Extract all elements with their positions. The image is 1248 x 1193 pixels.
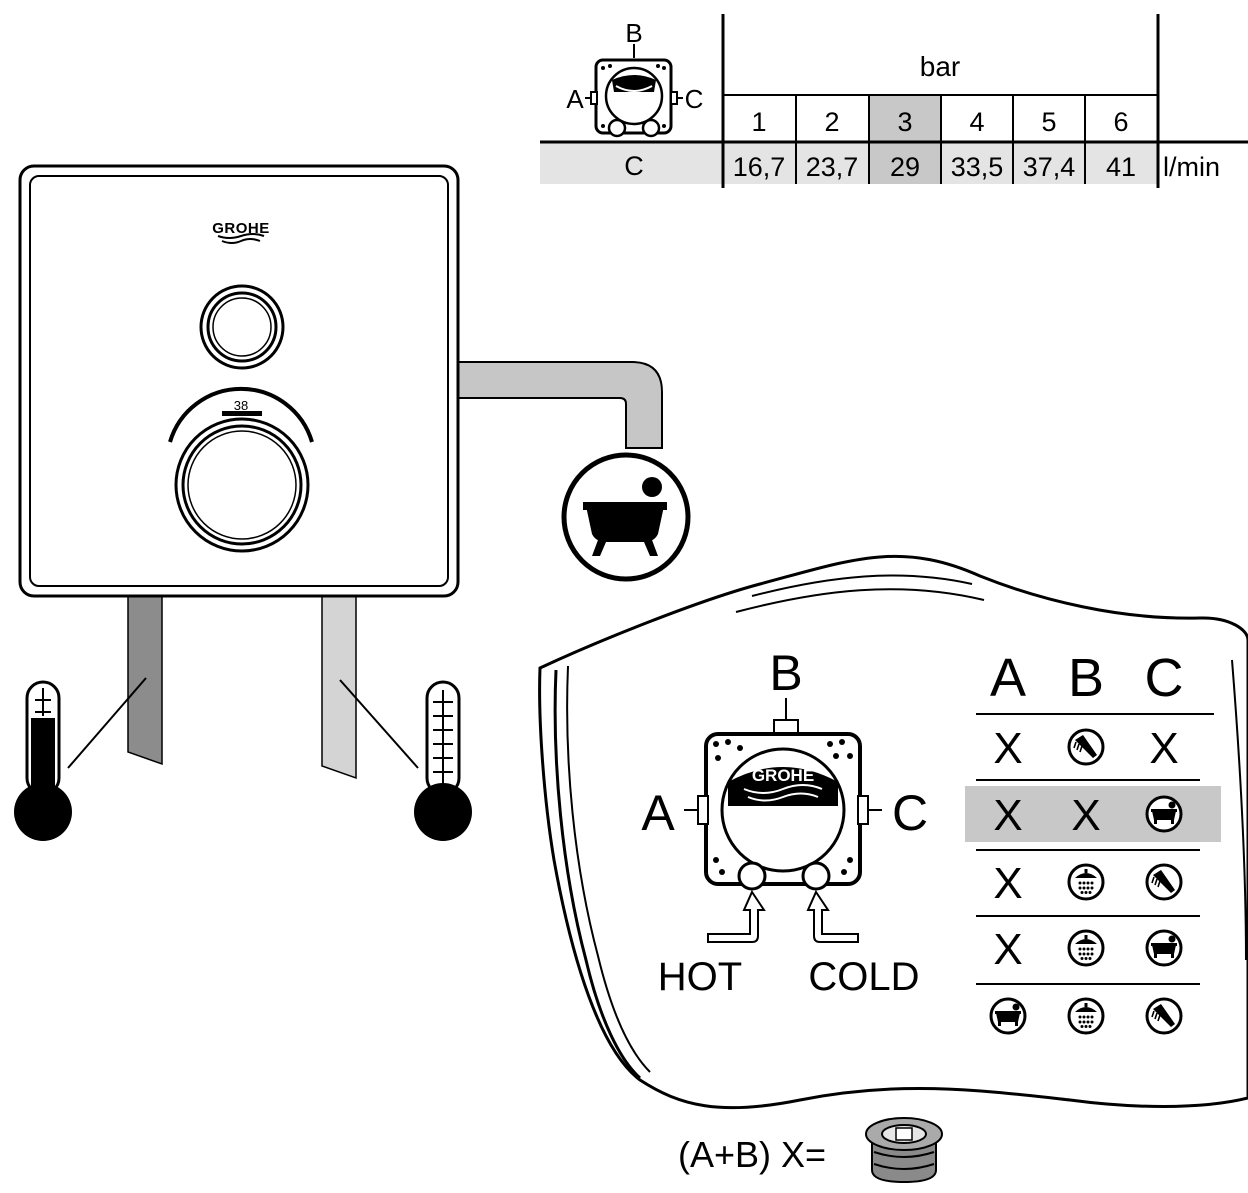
flow-rate-table: B A C bar 1 2 3 4 5 6 C 16,7 23,7	[540, 14, 1248, 188]
bathtub-icon	[561, 452, 691, 582]
matrix-cell-closed: X	[1071, 791, 1100, 840]
flow-unit-label: l/min	[1163, 152, 1220, 182]
pressure-value: 1	[751, 107, 766, 137]
bathtub-icon	[989, 997, 1027, 1035]
head-shower-icon	[1067, 929, 1105, 967]
blanking-plug-icon	[865, 1117, 943, 1184]
head-shower-icon	[1067, 863, 1105, 901]
bathtub-icon	[1145, 929, 1183, 967]
matrix-cell-closed: X	[993, 925, 1022, 974]
pressure-value: 3	[897, 107, 912, 137]
matrix-header-b: B	[1068, 648, 1104, 708]
inlet-arrows	[707, 889, 859, 943]
flow-row-background	[540, 142, 1158, 184]
hot-thermometer-icon	[14, 677, 147, 841]
plug-note-text: (A+B) X=	[678, 1134, 826, 1175]
matrix-cell-closed: X	[1149, 724, 1178, 773]
flow-rate-value: 41	[1106, 152, 1136, 182]
flow-rate-value: 37,4	[1023, 152, 1076, 182]
temperature-dial: 38	[168, 386, 314, 553]
matrix-header-a: A	[990, 648, 1026, 708]
flow-rate-value: 29	[890, 152, 920, 182]
matrix-cell-closed: X	[993, 724, 1022, 773]
pressure-value: 6	[1113, 107, 1128, 137]
valve-brand-text: GROHE	[752, 766, 814, 785]
valve-port-label-c: C	[892, 785, 928, 841]
legend-label-b: B	[625, 18, 642, 48]
thermostat-trim-panel: GROHE 38	[18, 164, 460, 598]
flow-rate-row: 16,7 23,7 29 33,5 37,4 41	[733, 152, 1136, 182]
pressure-value: 4	[969, 107, 984, 137]
pressure-unit-label: bar	[920, 51, 960, 82]
pressure-value: 5	[1041, 107, 1056, 137]
valve-port-label-a: A	[641, 785, 675, 841]
blanking-plug-note: (A+B) X=	[678, 1117, 943, 1184]
hand-shower-icon	[1145, 997, 1183, 1035]
head-shower-icon	[1067, 997, 1105, 1035]
matrix-cell-closed: X	[993, 791, 1022, 840]
valve-port-label-b: B	[769, 645, 802, 701]
flow-rate-value: 23,7	[806, 152, 859, 182]
pressure-value: 2	[824, 107, 839, 137]
brand-logo-text: GROHE	[212, 220, 270, 237]
cold-inlet-label: COLD	[808, 955, 919, 999]
cold-thermometer-icon	[339, 679, 472, 841]
highlighted-pressure-column	[869, 95, 941, 184]
legend-label-c: C	[685, 84, 704, 114]
flow-rate-value: 33,5	[951, 152, 1004, 182]
outlet-row-label: C	[624, 151, 644, 181]
brand-logo: GROHE	[212, 220, 270, 244]
valve-legend-diagram: B A C	[566, 18, 704, 138]
flow-control-knob	[199, 284, 285, 370]
hot-inlet-label: HOT	[658, 955, 742, 999]
temperature-scale-value: 38	[234, 398, 248, 413]
legend-label-a: A	[566, 84, 584, 114]
hand-shower-icon	[1145, 863, 1183, 901]
matrix-header-c: C	[1145, 648, 1184, 708]
matrix-cell-closed: X	[993, 859, 1022, 908]
pressure-header-row: 1 2 3 4 5 6	[751, 107, 1128, 137]
hand-shower-icon	[1067, 728, 1105, 766]
diverter-detail-callout: GROHE B A C HOT COLD A B C	[538, 554, 1248, 1110]
bathtub-icon	[1145, 795, 1183, 833]
valve-body-diagram: GROHE B A C	[641, 645, 928, 891]
supply-pipes	[127, 361, 663, 780]
flow-rate-value: 16,7	[733, 152, 786, 182]
